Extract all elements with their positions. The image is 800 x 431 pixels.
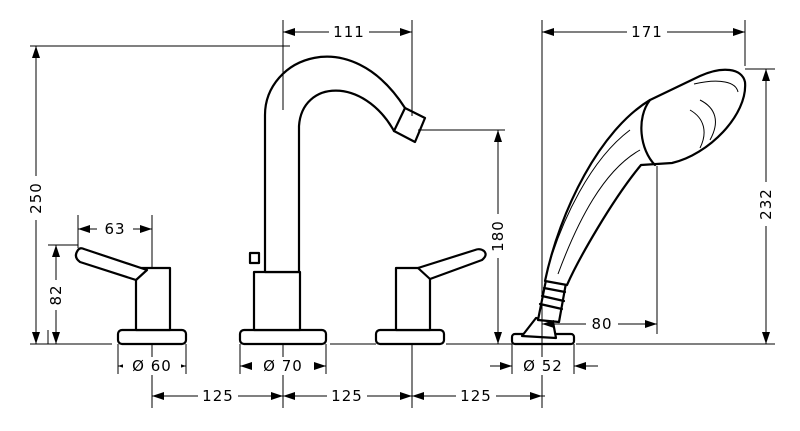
left-handle bbox=[74, 247, 188, 346]
dim-handle-reach: 63 bbox=[104, 220, 125, 238]
dim-handle-base-diameter: Ø 60 bbox=[132, 357, 172, 375]
dim-shower-base-diameter: Ø 52 bbox=[523, 357, 563, 375]
dimension-lines bbox=[30, 20, 775, 408]
dimension-labels: 111 171 250 232 63 180 82 80 Ø 60 Ø 70 Ø… bbox=[27, 23, 775, 405]
dim-spacing-2: 125 bbox=[331, 387, 363, 405]
dim-spout-base-diameter: Ø 70 bbox=[263, 357, 303, 375]
dim-handle-height: 82 bbox=[47, 284, 65, 305]
spout bbox=[238, 55, 427, 346]
dim-spacing-1: 125 bbox=[202, 387, 234, 405]
dim-shower-base-offset: 80 bbox=[591, 315, 612, 333]
dim-spacing-3: 125 bbox=[460, 387, 492, 405]
dim-shower-length: 171 bbox=[631, 23, 663, 41]
dim-spout-height: 180 bbox=[489, 220, 507, 252]
hand-shower bbox=[510, 68, 747, 346]
right-handle bbox=[374, 248, 487, 346]
dim-spout-reach: 111 bbox=[333, 23, 365, 41]
dim-total-height: 250 bbox=[27, 182, 45, 214]
dim-shower-height: 232 bbox=[757, 188, 775, 220]
